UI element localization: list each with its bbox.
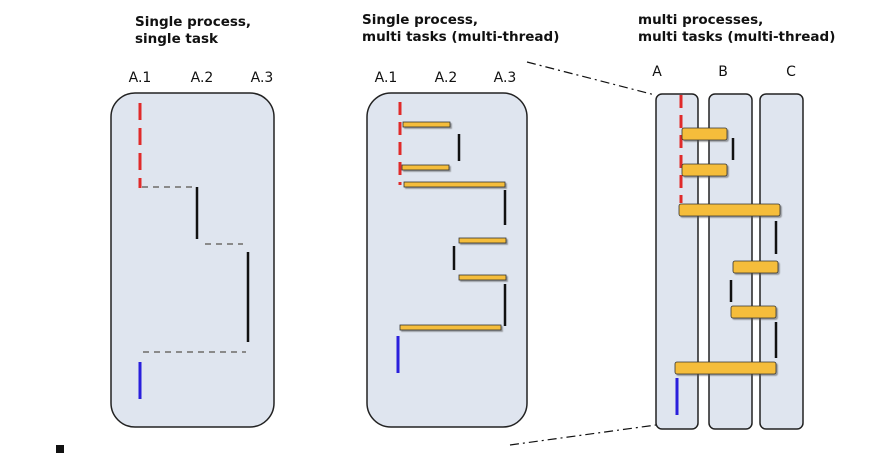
panel-1-title-line2: single task (135, 31, 218, 47)
panel-3-io-bar-1 (681, 127, 728, 141)
zoom-connector-top (526, 61, 656, 96)
panel-1-title-line1: Single process, (135, 14, 252, 30)
panel-2-title-line1: Single process, (362, 12, 479, 28)
panel-3-col-c-label: C (786, 64, 796, 80)
panel-2-io-bar-6 (399, 324, 502, 331)
panel-2-title: Single process, multi tasks (multi-threa… (362, 12, 559, 46)
panel-3-title-line2: multi tasks (multi-thread) (638, 29, 836, 45)
panel-2-io-bar-2 (401, 164, 450, 171)
panel-2-col-2-label: A.2 (435, 70, 458, 86)
panel-3-col-a-label: A (652, 64, 662, 80)
panel-3-io-bar-2 (681, 163, 728, 177)
panel-3-title-line1: multi processes, (638, 12, 764, 28)
panel-2-io-bar-1 (402, 121, 451, 128)
panel-1-col-2-label: A.2 (191, 70, 214, 86)
panel-1-process-box (110, 92, 275, 428)
panel-1-col-3-label: A.3 (251, 70, 274, 86)
panel-2-io-bar-3 (403, 181, 506, 188)
panel-3-io-bar-6 (674, 361, 777, 375)
panel-3-title: multi processes, multi tasks (multi-thre… (638, 12, 835, 46)
panel-2-io-bar-4 (458, 237, 507, 244)
panel-2-col-3-label: A.3 (494, 70, 517, 86)
panel-3-col-b-label: B (718, 64, 728, 80)
panel-3-process-a-box (655, 93, 699, 430)
panel-3-io-bar-3 (678, 203, 781, 217)
panel-2-io-bar-5 (458, 274, 507, 281)
panel-2-process-box (366, 92, 528, 428)
panel-1-col-1-label: A.1 (129, 70, 152, 86)
panel-3-io-bar-4 (732, 260, 779, 274)
panel-3-io-bar-5 (730, 305, 777, 319)
zoom-connector-bottom (509, 424, 657, 446)
panel-2-col-1-label: A.1 (375, 70, 398, 86)
bullet-square (56, 445, 64, 453)
panel-1-title: Single process, single task (135, 14, 251, 48)
panel-2-title-line2: multi tasks (multi-thread) (362, 29, 560, 45)
